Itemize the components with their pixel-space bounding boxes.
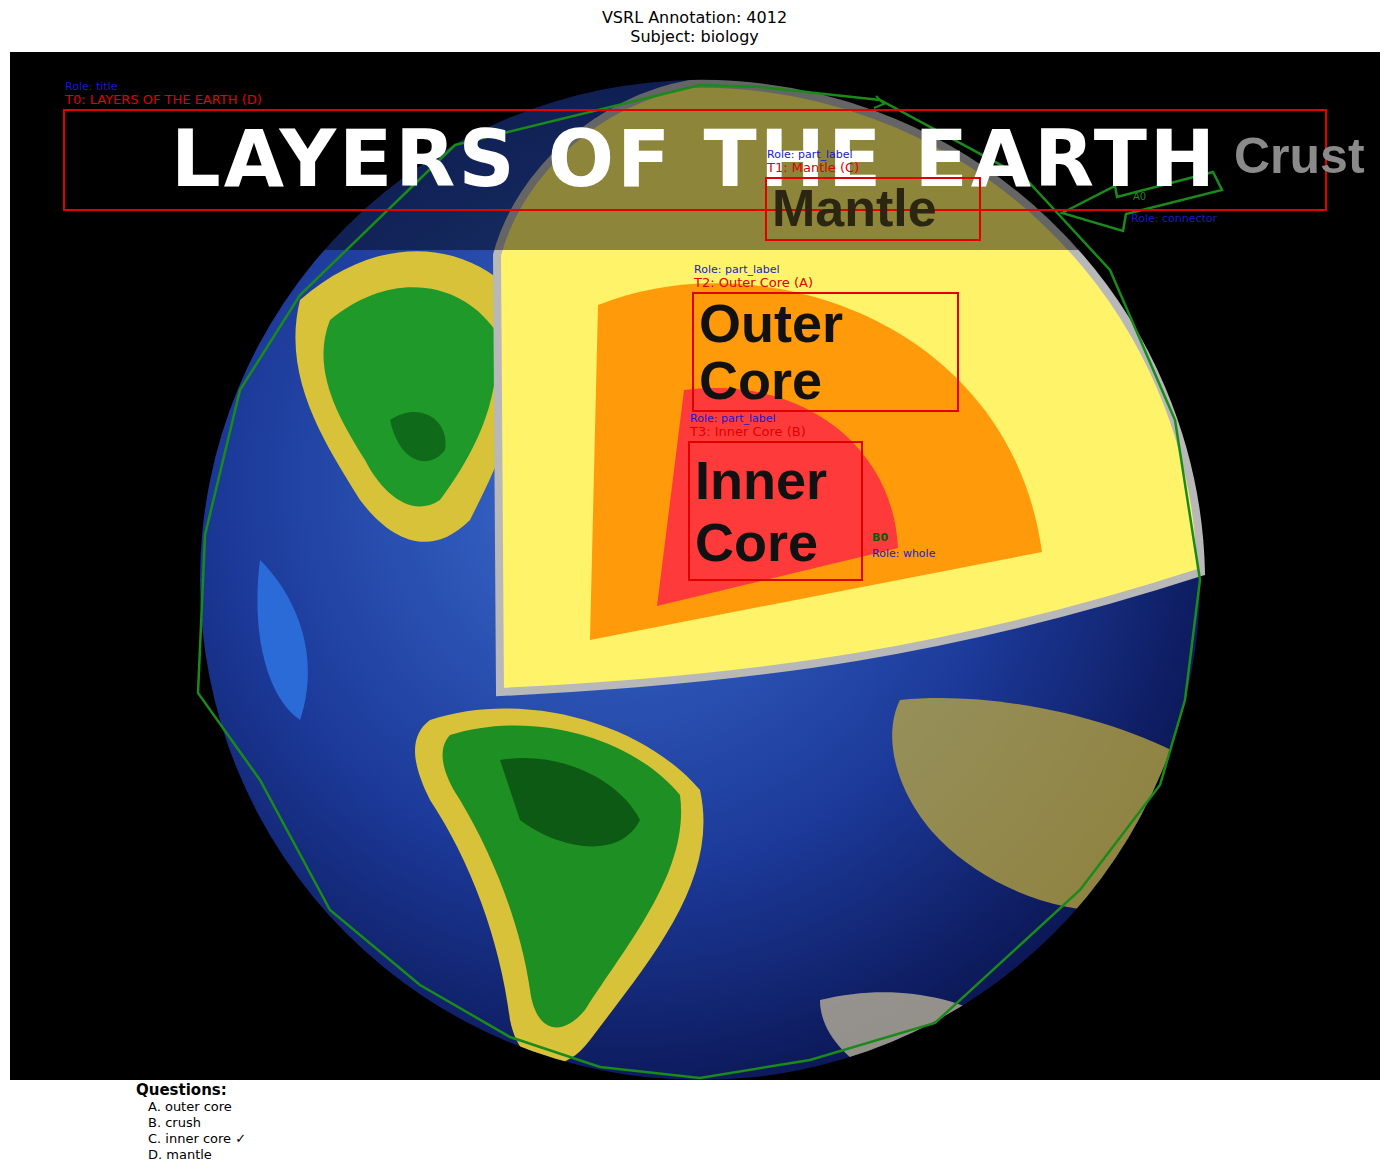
diagram-title: VSRL Annotation: 4012: [0, 8, 1389, 27]
annotation-tag: T3: Inner Core (B): [690, 424, 806, 439]
answer-option: D. mantle: [148, 1148, 212, 1163]
role-tag: Role: part_label: [690, 412, 776, 425]
region-id: B0: [872, 532, 888, 545]
annotation-tag: T2: Outer Core (A): [694, 275, 813, 290]
label-text: Mantle: [772, 180, 937, 237]
part-label-box: Role: part_labelT3: Inner Core (B)Inner …: [688, 441, 863, 581]
role-tag: Role: part_label: [694, 263, 780, 276]
label-text: Inner Core: [695, 449, 855, 573]
annotation-tag: T1: Mantle (C): [767, 160, 859, 175]
connector-id: A0: [1133, 191, 1146, 203]
role-tag: Role: part_label: [767, 148, 853, 161]
role-tag: Role: connector: [1131, 213, 1217, 226]
annotation-tag: T0: LAYERS OF THE EARTH (D): [65, 92, 262, 107]
answer-option: B. crush: [148, 1116, 201, 1131]
label-text: LAYERS OF THE EARTH: [171, 113, 1218, 207]
subject-line: Subject: biology: [0, 28, 1389, 46]
questions-heading: Questions:: [136, 1082, 227, 1099]
answer-option: C. inner core ✓: [148, 1132, 246, 1147]
part-label-box: Role: part_labelT1: Mantle (C)Mantle: [765, 177, 981, 241]
role-tag: Role: whole: [872, 548, 935, 561]
part-label-box: Role: part_labelT2: Outer Core (A)Outer …: [692, 292, 959, 412]
answer-option: A. outer core: [148, 1100, 232, 1115]
role-tag: Role: title: [65, 80, 117, 93]
label-text: Outer Core: [699, 295, 899, 408]
part-name: Crust: [1234, 128, 1365, 186]
